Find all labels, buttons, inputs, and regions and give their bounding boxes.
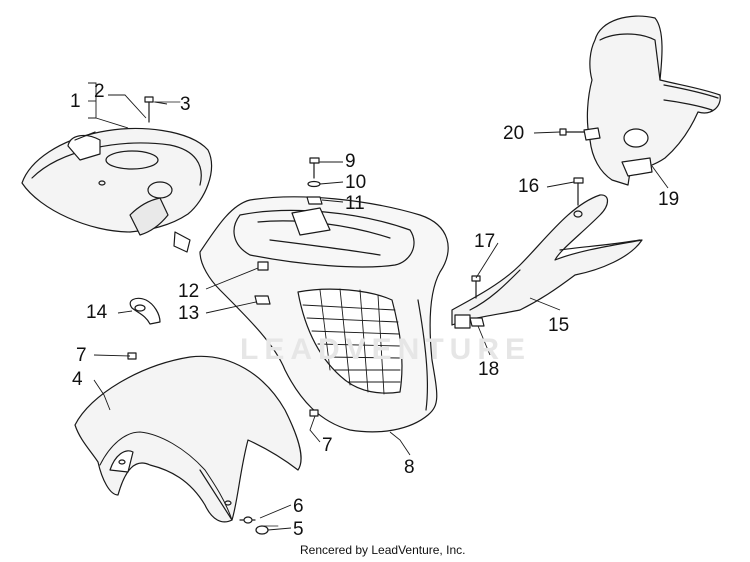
callout-14: 14 xyxy=(86,302,108,323)
fender-fasteners-part xyxy=(243,516,253,524)
rear-plate-part xyxy=(21,127,213,253)
leg-shield-part xyxy=(199,196,449,433)
credit-text: Rencered by LeadVenture, Inc. xyxy=(300,543,466,557)
callout-17: 17 xyxy=(474,231,496,252)
front-fender-part xyxy=(74,355,302,535)
callout-13: 13 xyxy=(178,303,200,324)
callout-16: 16 xyxy=(518,176,540,197)
callout-19: 19 xyxy=(658,189,680,210)
callout-7a: 7 xyxy=(76,345,87,366)
callout-11: 11 xyxy=(345,193,365,214)
callout-4: 4 xyxy=(72,369,83,390)
clamp-part xyxy=(129,297,161,325)
callout-18: 18 xyxy=(478,359,500,380)
holder-screw-part xyxy=(559,128,585,136)
watermark: LEADVENTURE xyxy=(240,333,532,366)
callout-6: 6 xyxy=(293,496,304,517)
callout-15: 15 xyxy=(548,315,570,336)
callout-1: 1 xyxy=(70,91,81,112)
callout-2: 2 xyxy=(94,81,105,102)
rear-holder-part xyxy=(583,15,721,186)
callout-3: 3 xyxy=(180,94,191,115)
right-cover-part xyxy=(451,194,643,329)
callout-20: 20 xyxy=(503,123,525,144)
callout-10: 10 xyxy=(345,172,367,193)
callout-9: 9 xyxy=(345,151,356,172)
cover-fasteners-part xyxy=(469,177,584,327)
callout-7b: 7 xyxy=(322,435,333,456)
bolt-washer-clip-part xyxy=(306,157,331,205)
callout-5: 5 xyxy=(293,519,304,540)
callout-8: 8 xyxy=(404,457,415,478)
side-clips-part xyxy=(254,261,271,305)
callout-12: 12 xyxy=(178,281,200,302)
leader-lines xyxy=(88,82,669,531)
screw-part xyxy=(144,96,181,123)
